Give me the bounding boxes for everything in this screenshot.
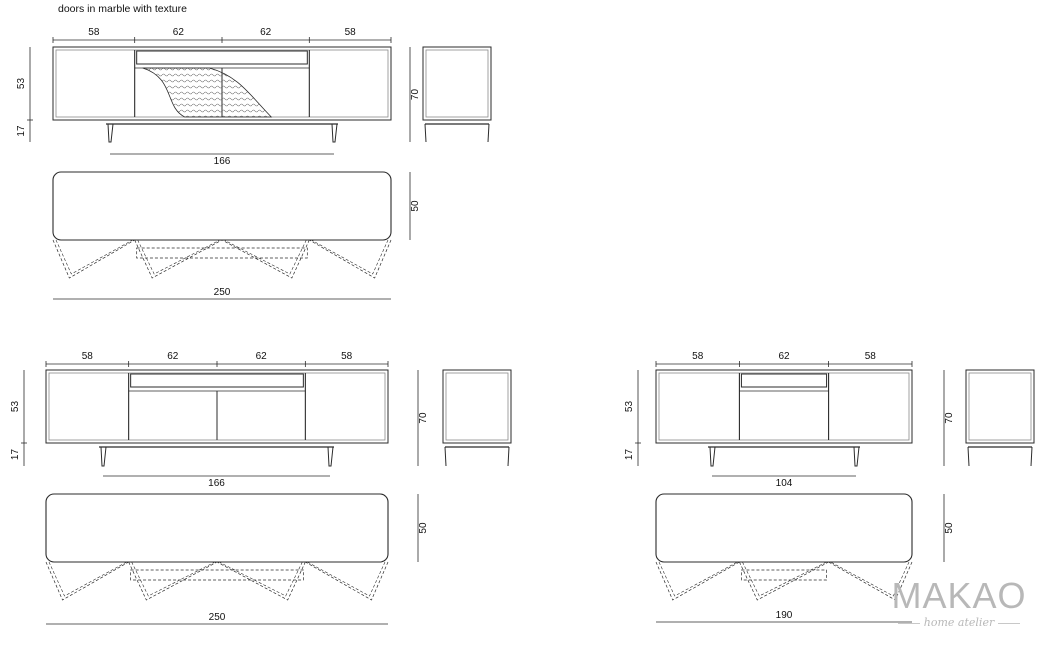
drawer-open-outline <box>741 569 827 581</box>
overall-width-label: 190 <box>776 610 793 621</box>
segment-width-label: 58 <box>345 27 357 38</box>
door-swing-middle <box>739 561 829 601</box>
marble-texture-area <box>142 67 273 118</box>
side-leg <box>507 446 510 467</box>
cabinet-height-label: 53 <box>624 401 635 413</box>
base-width-label: 104 <box>776 478 793 489</box>
overall-width-label: 250 <box>209 612 226 623</box>
base-width-label: 166 <box>214 156 231 167</box>
door-swing-left <box>45 561 129 601</box>
base-leg <box>853 446 860 467</box>
door-swing-middle <box>223 239 307 275</box>
cabinet-height-label: 53 <box>10 401 21 413</box>
segment-width-label: 62 <box>256 351 268 362</box>
cabinet-front-outline <box>52 46 392 121</box>
leg-height-label: 17 <box>10 449 21 461</box>
overall-width-label: 250 <box>214 287 231 298</box>
plan-view-outline <box>655 493 913 563</box>
segment-width-label: 58 <box>88 27 100 38</box>
total-height-label: 70 <box>410 89 421 101</box>
base-width-label: 166 <box>208 478 225 489</box>
depth-label: 50 <box>418 522 429 534</box>
base-leg <box>331 123 338 143</box>
segment-width-label: 58 <box>341 351 353 362</box>
door-swing-middle <box>216 561 306 601</box>
base-leg <box>107 123 114 143</box>
door-swing-middle <box>218 561 303 597</box>
cabinet-front-outline <box>655 369 913 444</box>
segment-width-label: 62 <box>173 27 185 38</box>
cabinet-front-inner-frame <box>658 372 910 441</box>
drawing-caption: doors in marble with texture <box>58 3 187 15</box>
drawer-front <box>740 373 828 388</box>
door-swing-left <box>658 561 738 597</box>
segment-width-label: 62 <box>260 27 272 38</box>
drawer-open-outline <box>130 569 304 581</box>
base-leg <box>100 446 107 467</box>
brand-tagline: home atelier <box>884 616 1034 629</box>
plan-view-outline <box>52 171 392 241</box>
base-leg <box>709 446 716 467</box>
segment-width-label: 62 <box>778 351 790 362</box>
door-swing-right <box>311 239 389 275</box>
segment-width-label: 58 <box>692 351 704 362</box>
door-swing-left <box>655 561 740 601</box>
leg-height-label: 17 <box>16 125 27 137</box>
door-swing-middle <box>128 561 218 601</box>
door-swing-right <box>305 561 389 601</box>
segment-width-label: 58 <box>865 351 877 362</box>
depth-label: 50 <box>410 200 421 212</box>
cabinet-front-outline <box>45 369 389 444</box>
door-swing-left <box>52 239 135 279</box>
door-swing-left <box>55 239 133 275</box>
side-leg <box>424 123 427 143</box>
side-view-inner-frame <box>445 372 509 441</box>
makao-logo: MAKAO home atelier <box>884 575 1034 630</box>
door-swing-left <box>48 561 127 597</box>
side-view-inner-frame <box>425 49 489 118</box>
side-view-outline <box>422 46 492 121</box>
door-swing-right <box>830 561 910 597</box>
total-height-label: 70 <box>944 412 955 424</box>
side-view-outline <box>442 369 512 444</box>
side-leg <box>444 446 447 467</box>
door-swing-middle <box>131 561 216 597</box>
segment-width-label: 62 <box>167 351 179 362</box>
door-swing-right <box>309 239 392 279</box>
drawer-open-outline <box>136 247 308 259</box>
cabinet-height-label: 53 <box>16 78 27 90</box>
drawer-front <box>130 373 304 388</box>
plan-view-outline <box>45 493 389 563</box>
side-view-outline <box>965 369 1035 444</box>
drawer-front <box>136 50 308 65</box>
leg-height-label: 17 <box>624 449 635 461</box>
segment-width-label: 58 <box>82 351 94 362</box>
side-leg <box>1030 446 1033 467</box>
door-swing-middle <box>134 239 223 279</box>
side-view-inner-frame <box>968 372 1032 441</box>
side-leg <box>967 446 970 467</box>
depth-label: 50 <box>944 522 955 534</box>
door-swing-right <box>307 561 386 597</box>
base-leg <box>327 446 334 467</box>
brand-name: MAKAO <box>891 575 1027 616</box>
door-swing-middle <box>137 239 221 275</box>
door-swing-right <box>828 561 913 601</box>
side-leg <box>487 123 490 143</box>
door-swing-middle <box>742 561 827 597</box>
door-swing-middle <box>221 239 310 279</box>
total-height-label: 70 <box>418 412 429 424</box>
